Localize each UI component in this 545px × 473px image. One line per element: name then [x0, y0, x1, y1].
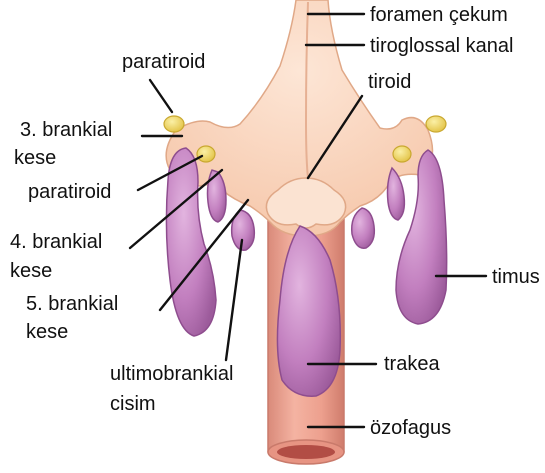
- label-brankial-4-line2: kese: [10, 260, 52, 282]
- leader-paratiroid-top: [150, 80, 172, 112]
- label-timus: timus: [492, 266, 540, 288]
- label-tiroglossal-kanal: tiroglossal kanal: [370, 35, 513, 57]
- label-foramen-cekum: foramen çekum: [370, 4, 508, 26]
- label-paratiroid-top: paratiroid: [122, 51, 205, 73]
- label-brankial-3-line2: kese: [14, 147, 56, 169]
- parathyroid-right-lower: [393, 146, 411, 162]
- label-brankial-5-line1: 5. brankial: [26, 293, 118, 315]
- label-paratiroid-mid: paratiroid: [28, 181, 111, 203]
- parathyroid-left-lower: [197, 146, 215, 162]
- parathyroid-left-upper: [164, 116, 184, 132]
- label-brankial-5-line2: kese: [26, 321, 68, 343]
- label-trakea: trakea: [384, 353, 440, 375]
- parathyroid-right-upper: [426, 116, 446, 132]
- right-thymus: [396, 150, 447, 324]
- label-ultimobrankial-line1: ultimobrankial: [110, 363, 233, 385]
- ultimobranchial-body-right: [352, 208, 375, 248]
- label-ozofagus: özofagus: [370, 417, 451, 439]
- label-brankial-3-line1: 3. brankial: [20, 119, 112, 141]
- label-ultimobrankial-line2: cisim: [110, 393, 156, 415]
- label-brankial-4-line1: 4. brankial: [10, 231, 102, 253]
- leader-ultimobrankial: [226, 240, 242, 360]
- label-tiroid: tiroid: [368, 71, 411, 93]
